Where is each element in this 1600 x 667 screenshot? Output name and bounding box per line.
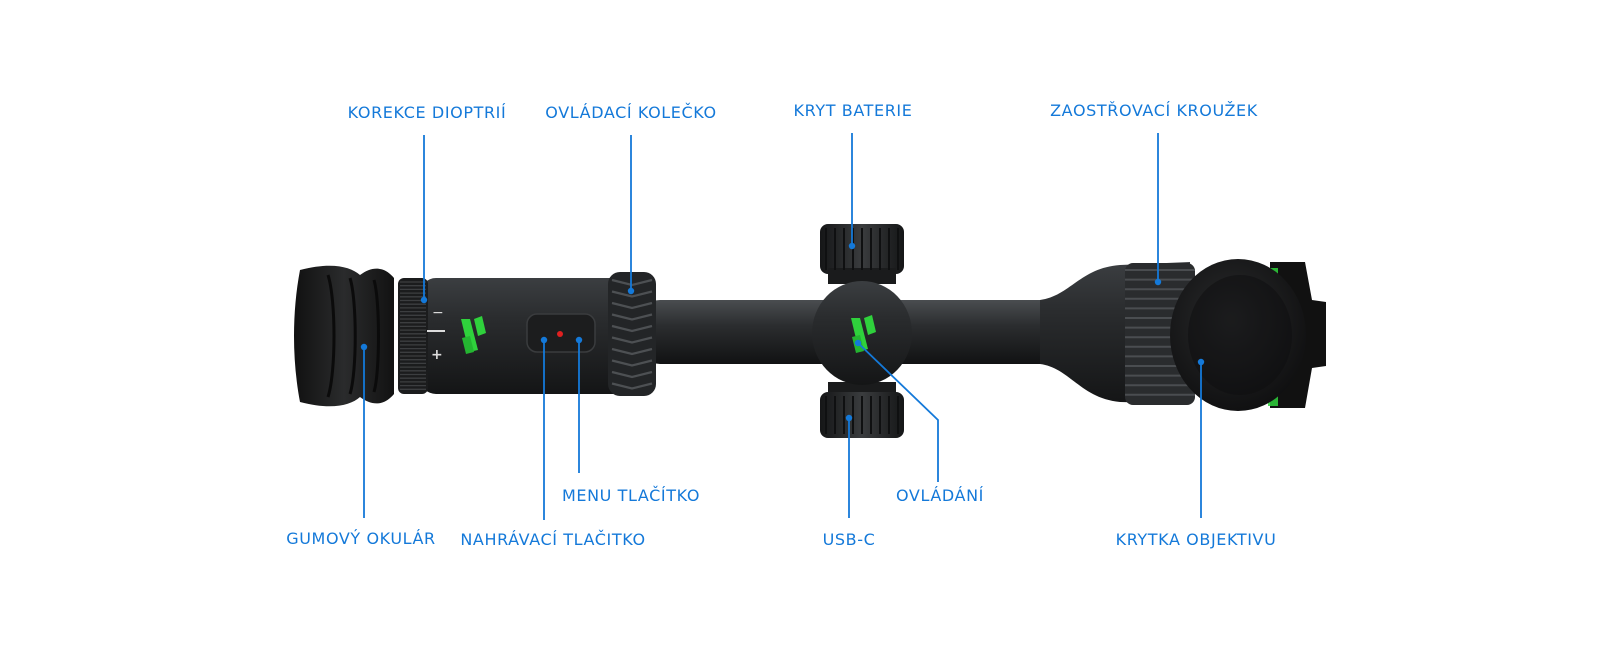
control-wheel-rib xyxy=(611,301,653,310)
label-record-button: NAHRÁVACÍ TLAČITKO xyxy=(460,530,646,549)
control-wheel-rib xyxy=(611,382,653,390)
label-menu-button: MENU TLAČÍTKO xyxy=(561,486,701,505)
control-wheel-rib xyxy=(611,278,653,287)
rubber-eyepiece xyxy=(294,265,394,407)
label-rubber-eyepiece: GUMOVÝ OKULÁR xyxy=(286,529,436,548)
center-turret xyxy=(812,281,912,385)
control-wheel-rib xyxy=(611,313,653,321)
label-battery-cover: KRYT BATERIE xyxy=(793,101,913,120)
diopter-index-mark xyxy=(427,330,445,332)
control-wheel-rib xyxy=(611,324,653,333)
label-focus-ring: ZAOSTŘOVACÍ KROUŽEK xyxy=(1050,101,1258,120)
record-button-icon xyxy=(557,331,563,337)
usbc-cap xyxy=(820,382,904,438)
diopter-plus-mark: + xyxy=(431,347,443,363)
leader-lines xyxy=(363,133,1202,520)
control-wheel-rib xyxy=(611,359,653,367)
control-wheel-rib xyxy=(611,336,653,344)
label-usbc: USB-C xyxy=(822,530,876,549)
control-wheel-rib xyxy=(611,347,653,356)
diopter-minus-mark: − xyxy=(432,305,444,321)
control-wheel-rib xyxy=(611,290,653,298)
button-panel xyxy=(526,313,596,353)
leader-dots xyxy=(360,242,1205,422)
label-control: OVLÁDÁNÍ xyxy=(896,486,984,505)
battery-cap xyxy=(820,224,904,284)
label-lens-cap: KRYTKA OBJEKTIVU xyxy=(1115,530,1277,549)
brand-logo-icon xyxy=(461,316,486,354)
control-wheel-rib xyxy=(611,370,653,379)
control-wheel xyxy=(608,272,656,396)
label-control-wheel: OVLÁDACÍ KOLEČKO xyxy=(545,103,717,122)
lens-cap xyxy=(1170,259,1326,411)
label-diopter-correction: KOREKCE DIOPTRIÍ xyxy=(347,103,507,122)
